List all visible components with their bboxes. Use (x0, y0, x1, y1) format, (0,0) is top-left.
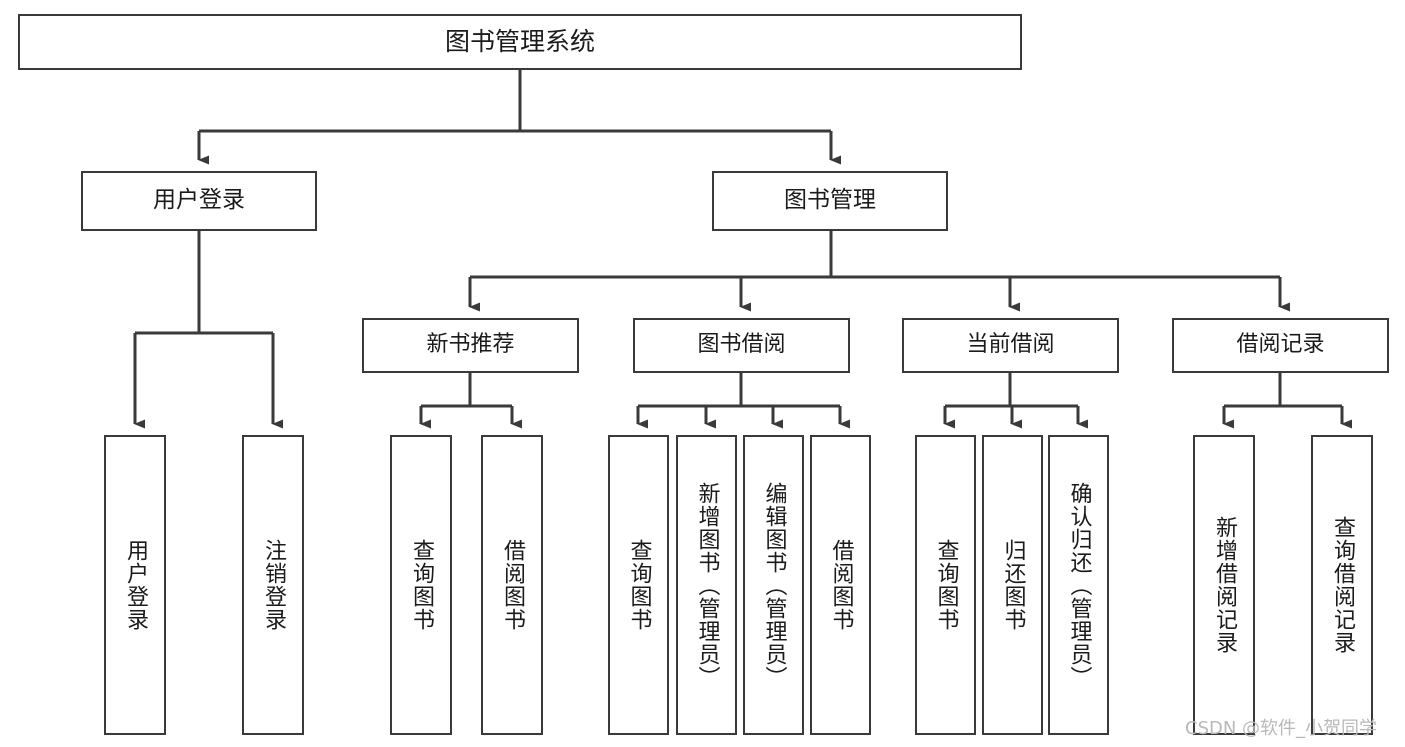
node-leaf-query-book-3-label: 查询图书 (933, 539, 959, 631)
node-book-borrow[interactable]: 图书借阅 (633, 318, 850, 373)
node-leaf-confirm-return-label: 确认归还（管理员） (1066, 481, 1092, 689)
node-root-label: 图书管理系统 (444, 27, 595, 56)
node-leaf-query-book-2[interactable]: 查询图书 (608, 435, 669, 735)
node-current-borrow-label: 当前借阅 (966, 332, 1055, 358)
node-new-book-recommend[interactable]: 新书推荐 (362, 318, 579, 373)
node-leaf-borrow-book-2[interactable]: 借阅图书 (810, 435, 871, 735)
node-leaf-user-login[interactable]: 用户登录 (104, 435, 166, 735)
node-book-manage-label: 图书管理 (784, 187, 876, 214)
node-current-borrow[interactable]: 当前借阅 (902, 318, 1119, 373)
node-new-book-recommend-label: 新书推荐 (426, 332, 515, 358)
node-leaf-query-book-1-label: 查询图书 (409, 539, 434, 631)
node-leaf-logout[interactable]: 注销登录 (242, 435, 304, 735)
node-leaf-return-book[interactable]: 归还图书 (982, 435, 1043, 735)
node-user-login[interactable]: 用户登录 (81, 171, 317, 231)
node-leaf-query-record[interactable]: 查询借阅记录 (1311, 435, 1373, 735)
node-leaf-return-book-label: 归还图书 (1000, 539, 1026, 631)
node-leaf-borrow-book-2-label: 借阅图书 (828, 539, 854, 631)
node-root[interactable]: 图书管理系统 (18, 14, 1022, 70)
watermark-text: CSDN @软件_小贺同学 (1185, 718, 1378, 739)
node-leaf-add-book-label: 新增图书（管理员） (694, 481, 720, 689)
node-user-login-label: 用户登录 (153, 187, 245, 214)
node-leaf-edit-book[interactable]: 编辑图书（管理员） (743, 435, 804, 735)
node-leaf-query-record-label: 查询借阅记录 (1330, 516, 1355, 654)
node-leaf-add-record-label: 新增借阅记录 (1212, 516, 1237, 654)
node-borrow-record-label: 借阅记录 (1236, 332, 1325, 358)
node-borrow-record[interactable]: 借阅记录 (1172, 318, 1389, 373)
node-leaf-confirm-return[interactable]: 确认归还（管理员） (1048, 435, 1109, 735)
node-leaf-query-book-3[interactable]: 查询图书 (915, 435, 976, 735)
node-book-manage[interactable]: 图书管理 (712, 171, 948, 231)
node-leaf-query-book-2-label: 查询图书 (626, 539, 652, 631)
node-leaf-borrow-book-1[interactable]: 借阅图书 (481, 435, 543, 735)
node-book-borrow-label: 图书借阅 (697, 332, 786, 358)
node-leaf-logout-label: 注销登录 (261, 539, 286, 631)
node-leaf-add-book[interactable]: 新增图书（管理员） (676, 435, 737, 735)
node-leaf-edit-book-label: 编辑图书（管理员） (761, 481, 787, 689)
node-leaf-borrow-book-1-label: 借阅图书 (500, 539, 525, 631)
node-leaf-query-book-1[interactable]: 查询图书 (390, 435, 452, 735)
node-leaf-add-record[interactable]: 新增借阅记录 (1193, 435, 1255, 735)
node-leaf-user-login-label: 用户登录 (123, 539, 148, 631)
